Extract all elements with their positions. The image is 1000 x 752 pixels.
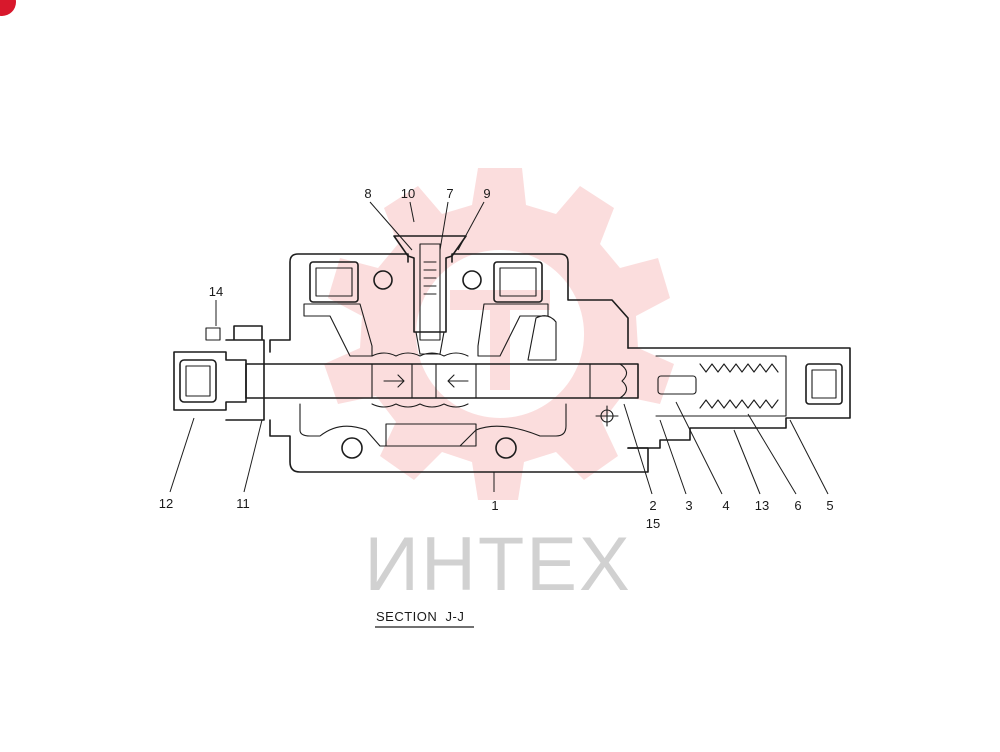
section-label: SECTION J-J [376,609,464,624]
callout-10: 10 [401,186,415,201]
detent-mark [595,405,619,427]
callout-7: 7 [446,186,453,201]
port-right [493,261,543,303]
callout-8: 8 [364,186,371,201]
body-passage-right [477,303,549,357]
callout-1: 1 [491,498,498,513]
callout-14: 14 [209,284,223,299]
relief-valve-cap [393,235,467,333]
body-hole-3 [341,437,363,459]
bleed-plug [205,327,221,341]
body-hole-2 [462,270,482,290]
body-passage-far-right [527,315,557,361]
valve-section-drawing [173,235,851,473]
left-flange [225,325,265,421]
check-valve-right-arrow [447,374,469,388]
watermark-gear-icon [324,168,674,500]
body-hole-4 [495,437,517,459]
body-passage-left [303,303,373,357]
spring-coil [699,363,779,409]
leader-lines [169,201,829,495]
callout-5: 5 [826,498,833,513]
watermark-text: ИНТЕХ [364,522,631,607]
spring-end-plug [805,363,843,405]
body-hole-1 [373,270,393,290]
corner-badge [0,0,16,16]
callout-3: 3 [685,498,692,513]
left-end-cap [173,351,247,411]
valve-body [269,253,649,473]
callout-6: 6 [794,498,801,513]
callout-labels: 8 10 7 9 14 12 11 1 2 15 3 4 13 6 5 [159,186,834,531]
port-left [309,261,359,303]
callout-13: 13 [755,498,769,513]
spring-retainer [657,375,697,395]
callout-11: 11 [236,496,250,511]
callout-4: 4 [722,498,729,513]
spring-housing [627,347,851,449]
callout-9: 9 [483,186,490,201]
callout-2: 2 [649,498,656,513]
check-valve-left-arrow [383,374,405,388]
callout-15: 15 [646,516,660,531]
callout-12: 12 [159,496,173,511]
